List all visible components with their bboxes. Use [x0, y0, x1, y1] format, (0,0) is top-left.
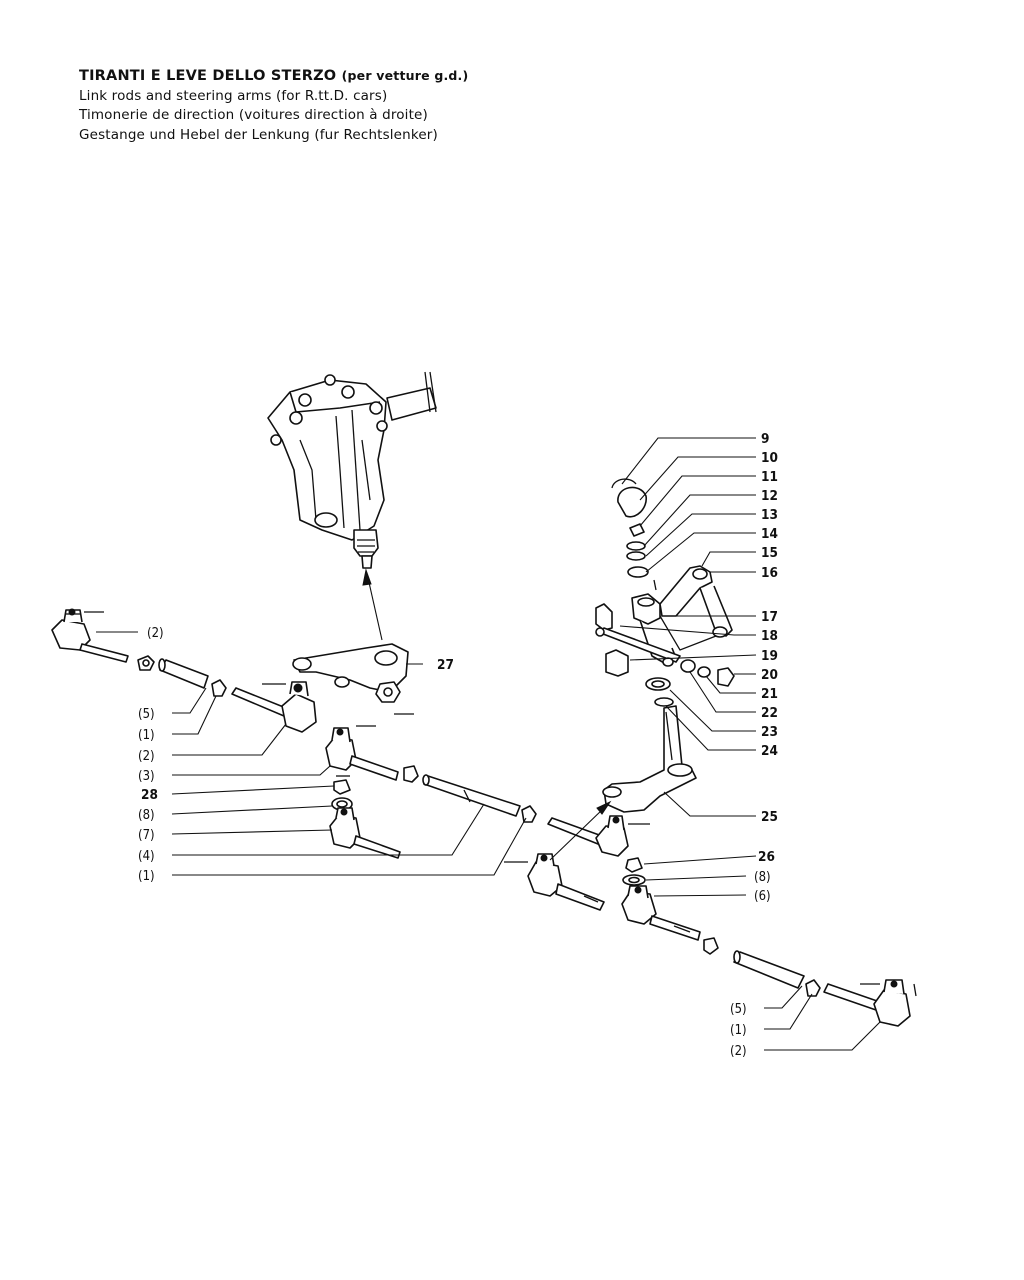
nut-28: [333, 775, 351, 795]
tie-rod-end-center: [504, 853, 605, 911]
label-23: 23: [761, 724, 778, 740]
label-p1-left-a: (1): [138, 728, 155, 743]
label-p5-right: (5): [730, 1002, 747, 1017]
callout-labels: 9 10 11 12 13 14 15 16 17 18 19 20 21 22…: [138, 431, 778, 1059]
label-p1-right: (1): [730, 1023, 747, 1038]
adjusting-tube-left: [158, 658, 209, 689]
label-28: 28: [141, 787, 158, 803]
title-german: Gestange und Hebel der Lenkung (fur Rech…: [79, 126, 438, 143]
nut-left-a: [137, 655, 155, 671]
nut-right-b: [805, 979, 821, 997]
label-12: 12: [761, 488, 778, 504]
idler-arm-25: [602, 705, 697, 813]
label-p5-left: (5): [138, 707, 155, 722]
label-20: 20: [761, 667, 778, 683]
label-19: 19: [761, 648, 778, 664]
label-14: 14: [761, 526, 778, 542]
drop-arm-27: [292, 643, 414, 727]
label-p6-right: (6): [754, 889, 771, 904]
label-p8-right: (8): [754, 870, 771, 885]
label-16: 16: [761, 565, 778, 581]
tie-rod-end-3: [325, 727, 399, 781]
label-p2-top: (2): [147, 626, 164, 641]
nut-right-a: [703, 937, 719, 955]
arrow-center: [549, 800, 612, 861]
label-13: 13: [761, 507, 778, 523]
washer-8-right: [622, 874, 646, 886]
tie-rod-end-right-outer: [823, 979, 917, 1027]
title-english: Link rods and steering arms (for R.tt.D.…: [79, 87, 388, 104]
label-p1-left-b: (1): [138, 869, 155, 884]
label-p2-right: (2): [730, 1044, 747, 1059]
nut-center: [521, 805, 537, 823]
adjusting-tube-right: [733, 950, 805, 989]
label-p2-left: (2): [138, 749, 155, 764]
title-italian: TIRANTI E LEVE DELLO STERZO (per vetture…: [79, 68, 469, 84]
title-french: Timonerie de direction (voitures directi…: [79, 107, 428, 123]
washer-8-left: [331, 797, 353, 811]
title-block: TIRANTI E LEVE DELLO STERZO (per vetture…: [79, 66, 468, 145]
label-18: 18: [761, 628, 778, 644]
label-24: 24: [761, 743, 778, 759]
label-21: 21: [761, 686, 778, 702]
steering-box: [267, 371, 437, 569]
label-9: 9: [761, 431, 769, 447]
arrow-steering-box: [362, 568, 383, 641]
tie-rod-end-left-mid: [231, 681, 317, 733]
label-25: 25: [761, 809, 778, 825]
nut-mid: [403, 765, 419, 783]
label-10: 10: [761, 450, 778, 466]
center-tube-4: [422, 774, 521, 817]
label-22: 22: [761, 705, 778, 721]
label-p7-left: (7): [138, 828, 155, 843]
tie-rod-end-6: [621, 885, 701, 941]
idler-bracket: [595, 478, 735, 707]
tie-rod-end-7: [329, 807, 401, 859]
label-17: 17: [761, 609, 778, 625]
label-26: 26: [758, 849, 775, 865]
nut-left-b: [211, 679, 227, 697]
tie-rod-end-left-top: [51, 608, 129, 663]
label-11: 11: [761, 469, 778, 485]
label-27: 27: [437, 657, 454, 673]
label-p4-left: (4): [138, 849, 155, 864]
label-p8-left: (8): [138, 808, 155, 823]
label-15: 15: [761, 545, 778, 561]
nut-26: [625, 857, 643, 873]
tie-rod-end-right-inner: [547, 815, 650, 857]
label-p3-left: (3): [138, 769, 155, 784]
leader-lines: [96, 437, 881, 1051]
